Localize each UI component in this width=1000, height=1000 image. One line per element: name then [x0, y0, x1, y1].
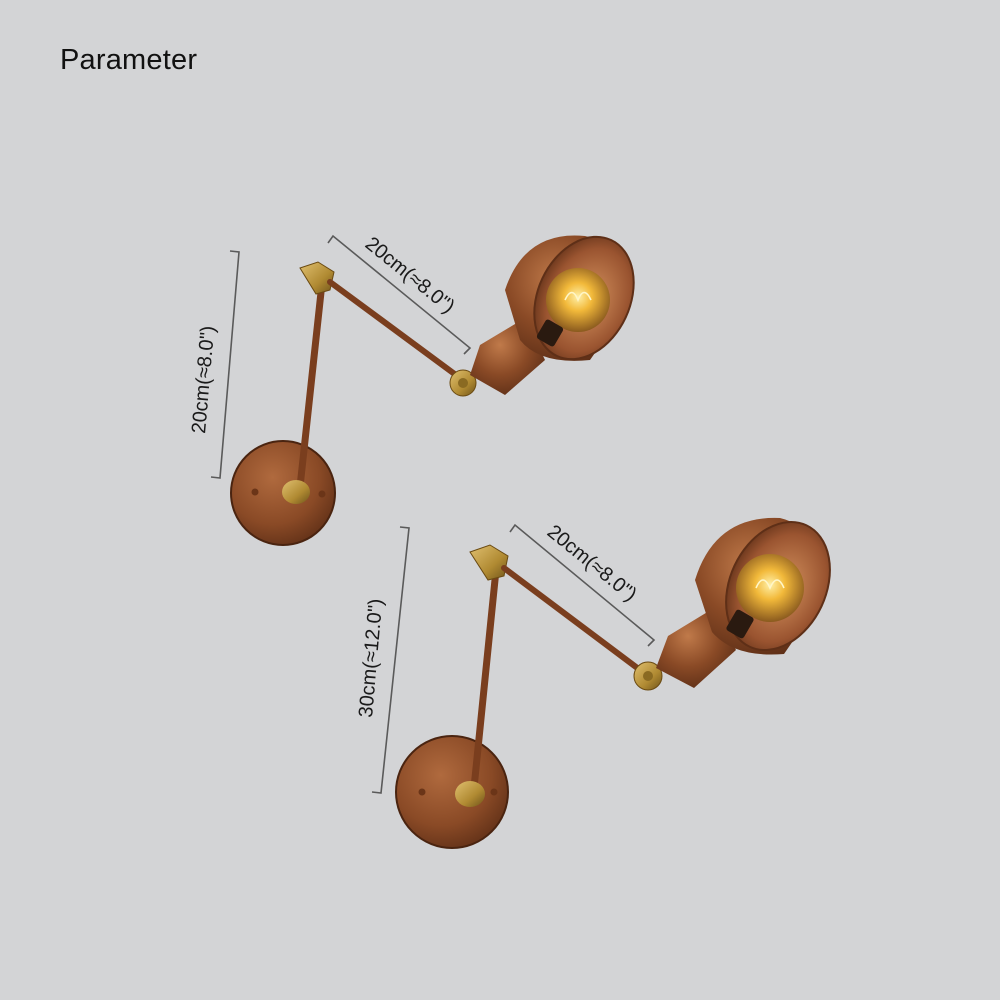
- lamp-2-filament: [755, 579, 785, 590]
- lamp-1-elbow-screw: [458, 378, 468, 388]
- lamp-2-top-knuckle: [469, 544, 509, 581]
- lamp-1-bulb-socket: [536, 319, 564, 347]
- lamp-2-wall-plate-rim: [395, 735, 509, 849]
- lamp-1-screw-left: [251, 488, 259, 496]
- lamp-1-arm-label: 20cm(≈8.0"): [361, 233, 459, 318]
- lamp-1-base-knuckle: [282, 480, 310, 504]
- lamp-2-wall-plate: [396, 736, 508, 848]
- page-title: Parameter: [60, 44, 198, 76]
- lamp-2-height-dimension: 30cm(≈12.0"): [355, 526, 410, 794]
- lamp-2-arm-bracket: [509, 523, 656, 647]
- lamp-1-arm-bracket: [327, 234, 472, 355]
- lamp-1-height-label: 20cm(≈8.0"): [188, 325, 219, 435]
- lamp-1-height-bracket: [210, 250, 240, 479]
- lamp-1-wall-plate-rim: [230, 440, 336, 546]
- lamp-2-screw-left: [418, 788, 426, 796]
- lamp-1-screw-right: [318, 490, 326, 498]
- lamp-2-height-bracket: [371, 526, 410, 794]
- lamp-1: 20cm(≈8.0") 20cm(≈8.0"): [188, 233, 635, 546]
- lamp-2-arm: [501, 565, 643, 673]
- lamp-2-screw-right: [490, 788, 498, 796]
- lamp-2-base-knuckle: [455, 781, 485, 807]
- lamp-1-arm: [327, 279, 463, 381]
- lamp-2-vertical-rod: [470, 566, 500, 792]
- lamp-2-arm-label: 20cm(≈8.0"): [543, 521, 641, 606]
- lamp-2: 30cm(≈12.0") 20cm(≈8.0"): [355, 517, 831, 849]
- lamp-1-vertical-rod: [296, 279, 326, 491]
- lamp-2-elbow-screw: [643, 671, 653, 681]
- lamp-1-filament: [564, 291, 592, 303]
- lamp-2-bulb-socket: [726, 609, 754, 639]
- lamp-1-height-dimension: 20cm(≈8.0"): [188, 250, 240, 479]
- lamp-2-height-label: 30cm(≈12.0"): [355, 598, 387, 719]
- lamp-1-top-knuckle: [299, 261, 335, 295]
